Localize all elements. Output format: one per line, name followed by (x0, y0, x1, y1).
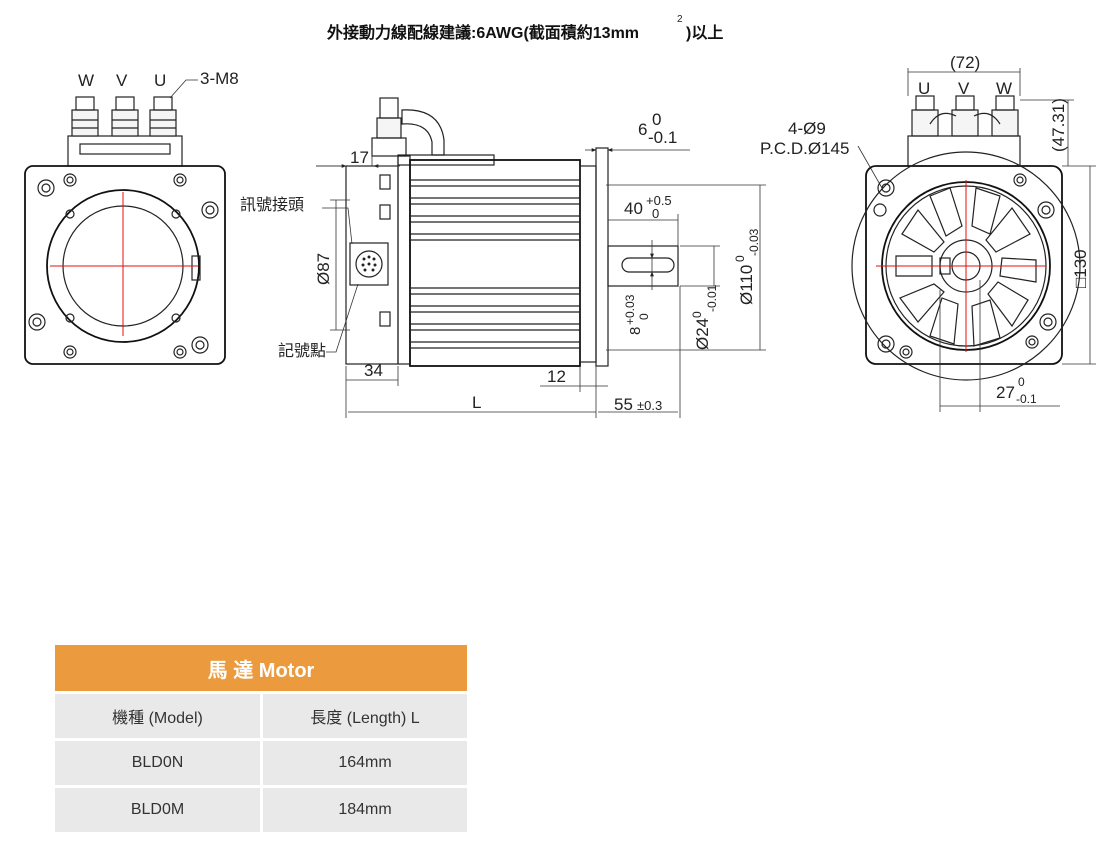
side-view: 17 6 0 -0.1 Ø87 訊號接頭 記號點 40 +0.5 0 8 +0.… (240, 97, 766, 418)
dim-17: 17 (350, 148, 369, 167)
rear-bolt-holes (873, 173, 1057, 359)
rear-view: U V W (72) (47.31) 4-Ø9 P.C.D.Ø145 (760, 53, 1096, 412)
dim-6: 6 (638, 120, 647, 139)
dim-34: 34 (364, 361, 383, 380)
front-pilot-circle (46, 189, 200, 343)
dim-27: 27 (996, 383, 1015, 402)
header-length: 長度 (Length) L (263, 691, 467, 738)
dim-110-lower: -0.03 (747, 228, 761, 256)
rear-phase-w: W (996, 79, 1012, 98)
front-terminals (67, 96, 183, 167)
pcd-label: P.C.D.Ø145 (760, 139, 849, 158)
front-phase-u: U (154, 71, 166, 90)
dim-6-lower: -0.1 (648, 128, 677, 147)
title-main: 外接動力線配線建議:6AWG(截面積約13mm (326, 23, 639, 42)
drawing-title: 外接動力線配線建議:6AWG(截面積約13mm 2 )以上 (326, 14, 723, 42)
dim-110-upper: 0 (733, 255, 747, 262)
dim-110: Ø110 (737, 265, 756, 305)
table-title: 馬 達 Motor (55, 645, 467, 691)
dim-6-upper: 0 (652, 110, 661, 129)
front-bolt-holes (28, 173, 219, 359)
length-cell: 164mm (263, 738, 467, 785)
dim-27-lower: -0.1 (1016, 392, 1037, 406)
rear-phase-v: V (958, 79, 970, 98)
model-cell: BLD0M (55, 785, 263, 832)
dim-8: 8 (627, 327, 644, 335)
rear-segments (895, 187, 1037, 347)
front-flange (24, 165, 226, 365)
rear-phase-u: U (918, 79, 930, 98)
header-model: 機種 (Model) (55, 691, 263, 738)
dim-40-lower: 0 (652, 206, 659, 221)
table-row: BLD0N 164mm (55, 738, 467, 785)
table-row: BLD0M 184mm (55, 785, 467, 832)
side-fins (410, 179, 580, 349)
front-terminal-leader (169, 79, 198, 99)
hole-label: 4-Ø9 (788, 119, 826, 138)
side-shaft (607, 245, 679, 287)
title-superscript: 2 (677, 14, 683, 25)
motor-spec-table: 馬 達 Motor 機種 (Model) 長度 (Length) L BLD0N… (55, 645, 467, 832)
dim-87: Ø87 (314, 253, 333, 285)
dim-27-upper: 0 (1018, 375, 1025, 389)
front-terminal-label: 3-M8 (200, 69, 239, 88)
side-body (409, 159, 581, 367)
dim-12: 12 (547, 367, 566, 386)
dim-24: Ø24 (693, 318, 712, 350)
dim-l: L (472, 393, 481, 412)
dim-40: 40 (624, 199, 643, 218)
rear-flange (865, 165, 1063, 365)
dim-24-lower: -0.01 (705, 284, 719, 312)
length-cell: 184mm (263, 785, 467, 832)
table-title-row: 馬 達 Motor (55, 645, 467, 691)
dim-8-upper: +0.03 (623, 294, 637, 325)
motor-dimension-drawing: 外接動力線配線建議:6AWG(截面積約13mm 2 )以上 W V U 3-M8 (24, 14, 1096, 418)
dim-130: □130 (1071, 249, 1090, 288)
dim-8-lower: 0 (637, 313, 651, 320)
rear-pcd-circle (851, 151, 1081, 381)
dim-55-tol: ±0.3 (637, 398, 662, 413)
title-end: )以上 (686, 24, 723, 42)
signal-connector (349, 242, 389, 286)
model-cell: BLD0N (55, 738, 263, 785)
dim-24-upper: 0 (690, 311, 704, 318)
dim-72: (72) (950, 53, 980, 72)
table-header-row: 機種 (Model) 長度 (Length) L (55, 691, 467, 738)
front-phase-w: W (78, 71, 94, 90)
dim-55: 55 (614, 395, 633, 414)
dim-4731: (47.31) (1049, 98, 1068, 152)
front-phase-v: V (116, 71, 128, 90)
rear-terminals (907, 95, 1021, 167)
front-view: W V U 3-M8 (24, 69, 239, 365)
marker-label: 記號點 (278, 342, 326, 360)
dim-40-upper: +0.5 (646, 193, 672, 208)
connector-label: 訊號接頭 (240, 196, 304, 214)
